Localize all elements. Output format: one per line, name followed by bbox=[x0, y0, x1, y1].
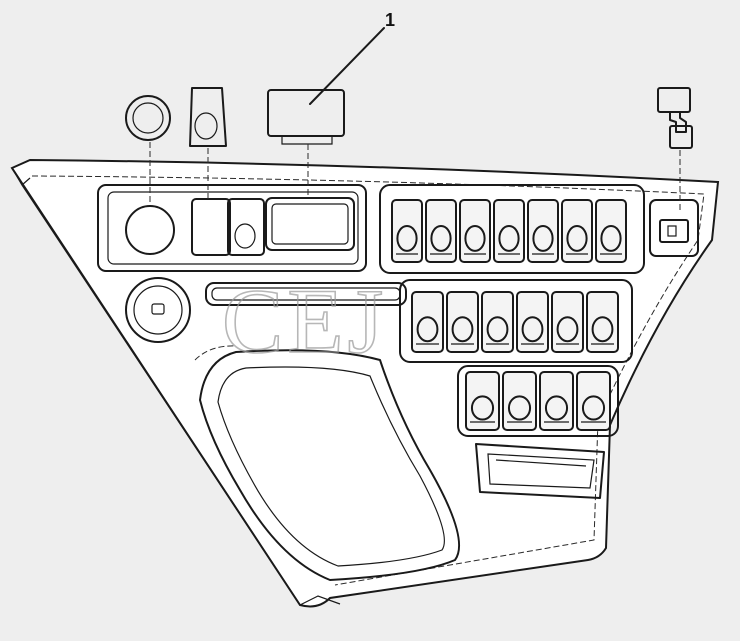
rocker-switch-face bbox=[451, 316, 474, 343]
rocker-switch bbox=[446, 291, 479, 353]
rocker-switch-face bbox=[591, 316, 614, 343]
rocker-switch-face bbox=[600, 225, 622, 252]
exploded-display-module bbox=[267, 89, 345, 196]
callout-1: 1 bbox=[309, 10, 395, 105]
exploded-knob bbox=[125, 95, 171, 205]
switch-bank-row-2 bbox=[411, 291, 619, 353]
rocker-switch bbox=[481, 291, 514, 353]
rocker-switch-face bbox=[430, 225, 452, 252]
switch-bank-row-1 bbox=[391, 199, 627, 263]
rocker-switch bbox=[595, 199, 627, 263]
rocker-switch bbox=[411, 291, 444, 353]
rocker-switch bbox=[516, 291, 549, 353]
exploded-rocker bbox=[189, 87, 227, 200]
rocker-switch-face bbox=[464, 225, 486, 252]
rocker-switch-face bbox=[396, 225, 418, 252]
rocker-switch bbox=[391, 199, 423, 263]
round-switch-socket bbox=[125, 205, 175, 255]
rocker-switch bbox=[539, 371, 574, 431]
rocker-switch-face bbox=[498, 225, 520, 252]
upper-left-housing bbox=[97, 184, 367, 272]
rocker-switch bbox=[425, 199, 457, 263]
rocker-switch-face bbox=[521, 316, 544, 343]
tray-cutout bbox=[194, 345, 461, 581]
rocker-switch bbox=[493, 199, 525, 263]
rocker-switch-face bbox=[566, 225, 588, 252]
rocker-switch-face bbox=[532, 225, 554, 252]
display-slot bbox=[265, 197, 355, 251]
bank-housing-3 bbox=[457, 365, 619, 437]
rocker-switch bbox=[551, 291, 584, 353]
rocker-switch-face bbox=[544, 395, 569, 421]
rocker-switch-face bbox=[581, 395, 606, 421]
rocker-switch bbox=[576, 371, 611, 431]
rocker-switch bbox=[502, 371, 537, 431]
rocker-slot bbox=[191, 198, 231, 256]
right-indicator bbox=[649, 199, 699, 257]
rocker-switch-face bbox=[470, 395, 495, 421]
rocker-switch-face bbox=[416, 316, 439, 343]
rocker-switch bbox=[561, 199, 593, 263]
rocker-switch bbox=[527, 199, 559, 263]
rocker-switch bbox=[459, 199, 491, 263]
rocker-switch-face bbox=[556, 316, 579, 343]
rocker-switch-face bbox=[486, 316, 509, 343]
exploded-indicator bbox=[657, 87, 693, 210]
bank-housing-2 bbox=[399, 279, 633, 363]
watermark: CEJ bbox=[222, 270, 387, 372]
round-knob bbox=[125, 277, 191, 343]
bottom-pocket bbox=[475, 443, 605, 499]
rocker-switch-face bbox=[507, 395, 532, 421]
bank-housing-1 bbox=[379, 184, 645, 274]
callout-number: 1 bbox=[385, 10, 395, 30]
switch-bank-row-3 bbox=[465, 371, 611, 431]
rocker-switch bbox=[465, 371, 500, 431]
rocker-switch bbox=[586, 291, 619, 353]
